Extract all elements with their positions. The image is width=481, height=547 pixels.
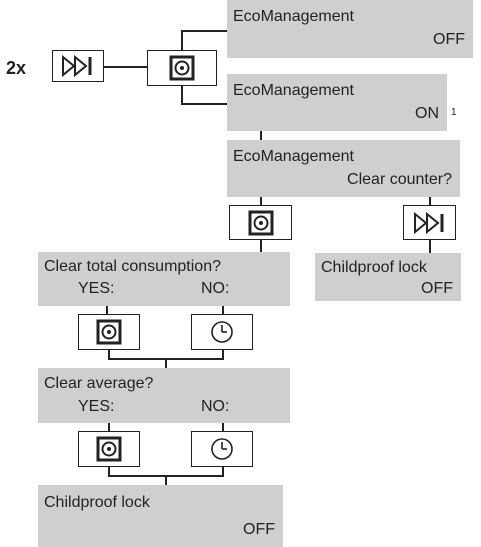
- repeat-count-label: 2x: [6, 58, 27, 78]
- start-button-icon: [169, 55, 195, 81]
- connector: [260, 240, 262, 252]
- start-button[interactable]: [229, 205, 292, 240]
- display-line-1: Childproof lock: [44, 494, 150, 511]
- clear-average-display: Clear average? YES: NO:: [38, 368, 290, 423]
- display-line-2: OFF: [421, 280, 453, 297]
- display-line-1: Childproof lock: [321, 259, 427, 276]
- display-line-2: OFF: [433, 31, 465, 48]
- connector: [181, 30, 227, 32]
- start-button-icon: [248, 210, 273, 235]
- connector: [222, 423, 224, 431]
- display-line-2: Clear counter?: [347, 171, 452, 188]
- connector: [181, 103, 227, 105]
- childproof-lock-display: Childproof lock OFF: [315, 253, 461, 301]
- connector: [181, 86, 183, 104]
- yes-label: YES:: [78, 398, 115, 415]
- connector: [260, 197, 262, 205]
- connector: [165, 475, 167, 485]
- connector: [181, 30, 183, 50]
- fast-forward-skip-icon: [413, 211, 443, 234]
- display-line-1: Clear average?: [44, 375, 154, 392]
- connector: [222, 306, 224, 314]
- display-line-1: EcoManagement: [233, 82, 354, 99]
- display-line-1: Clear total consumption?: [44, 258, 221, 275]
- display-line-1: EcoManagement: [233, 8, 354, 25]
- yes-start-button[interactable]: [78, 431, 140, 467]
- eco-management-off-display: EcoManagement OFF: [227, 0, 473, 58]
- connector: [104, 66, 147, 68]
- skip-button[interactable]: [52, 50, 104, 82]
- timer-clock-icon: [211, 321, 233, 343]
- eco-management-on-display: EcoManagement ON: [227, 74, 447, 131]
- fast-forward-skip-icon: [62, 55, 92, 77]
- start-button-icon: [96, 319, 122, 345]
- clear-total-consumption-display: Clear total consumption? YES: NO:: [38, 252, 290, 306]
- connector: [222, 350, 224, 359]
- connector: [108, 350, 110, 359]
- eco-management-clear-counter-display: EcoManagement Clear counter?: [227, 140, 460, 197]
- no-label: NO:: [201, 398, 230, 415]
- start-button[interactable]: [147, 50, 217, 86]
- yes-label: YES:: [78, 280, 115, 297]
- display-line-1: EcoManagement: [233, 148, 354, 165]
- start-button-icon: [96, 436, 122, 462]
- yes-start-button[interactable]: [78, 314, 140, 350]
- connector: [429, 197, 431, 205]
- childproof-lock-display: Childproof lock OFF: [38, 485, 283, 547]
- connector: [108, 423, 110, 431]
- footnote-marker: 1: [451, 107, 457, 118]
- display-line-2: ON: [415, 105, 439, 122]
- connector: [108, 467, 110, 476]
- no-timer-button[interactable]: [191, 431, 253, 467]
- connector: [106, 306, 108, 314]
- timer-clock-icon: [211, 438, 233, 460]
- no-label: NO:: [201, 280, 230, 297]
- connector: [429, 240, 431, 253]
- display-line-2: OFF: [243, 521, 275, 538]
- connector: [222, 467, 224, 476]
- skip-button[interactable]: [403, 205, 456, 240]
- no-timer-button[interactable]: [191, 314, 253, 350]
- connector: [165, 358, 167, 368]
- connector: [260, 131, 262, 140]
